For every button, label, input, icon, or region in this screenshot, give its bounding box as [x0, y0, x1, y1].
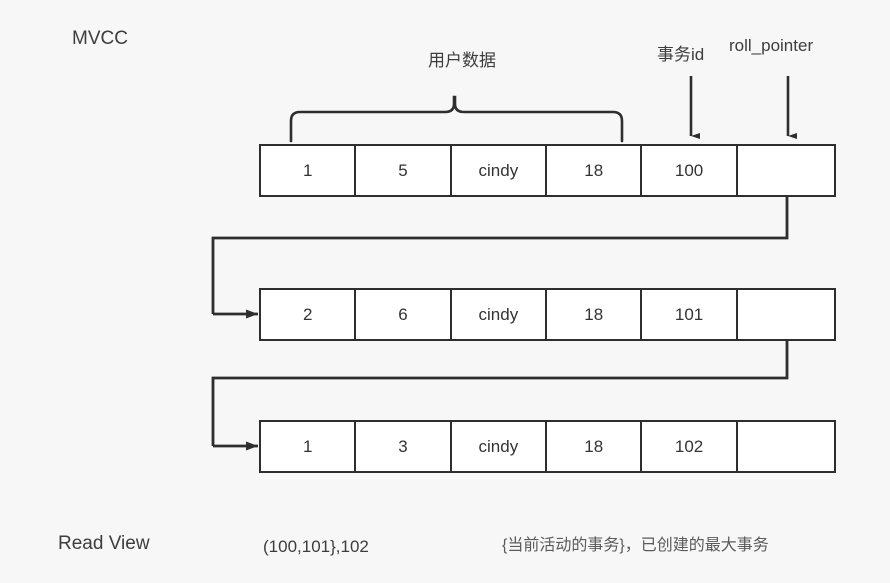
roll-pointer-label: roll_pointer	[729, 36, 814, 55]
record-cell-id: 1	[261, 422, 357, 471]
record-cell-name: cindy	[451, 290, 548, 339]
record-row: 1 3 cindy 18 102	[259, 420, 836, 473]
user-data-label: 用户数据	[428, 51, 496, 70]
record-cell-age: 18	[547, 146, 643, 195]
read-view-label: Read View	[58, 533, 150, 554]
record-cell-id: 2	[261, 290, 357, 339]
record-cell-age: 18	[547, 422, 643, 471]
record-cell-trx-id: 101	[642, 290, 738, 339]
record-cell-name: cindy	[451, 422, 548, 471]
record-cell-roll-pointer	[737, 422, 835, 471]
diagram-title: MVCC	[72, 28, 128, 49]
record-cell-trx-id: 102	[642, 422, 738, 471]
user-data-brace-icon	[289, 95, 624, 143]
transaction-id-label: 事务id	[657, 45, 705, 64]
record-cell-name: cindy	[451, 146, 548, 195]
record-cell-trx-id: 100	[642, 146, 738, 195]
record-cell-col2: 5	[356, 146, 452, 195]
record-cell-roll-pointer	[737, 146, 835, 195]
read-view-note: {当前活动的事务}，已创建的最大事务	[502, 537, 769, 554]
record-cell-roll-pointer	[737, 290, 835, 339]
read-view-value: (100,101},102	[263, 537, 369, 556]
record-cell-col2: 3	[356, 422, 452, 471]
record-row: 1 5 cindy 18 100	[259, 144, 836, 197]
record-row: 2 6 cindy 18 101	[259, 288, 836, 341]
record-cell-age: 18	[547, 290, 643, 339]
record-cell-id: 1	[261, 146, 357, 195]
record-cell-col2: 6	[356, 290, 452, 339]
